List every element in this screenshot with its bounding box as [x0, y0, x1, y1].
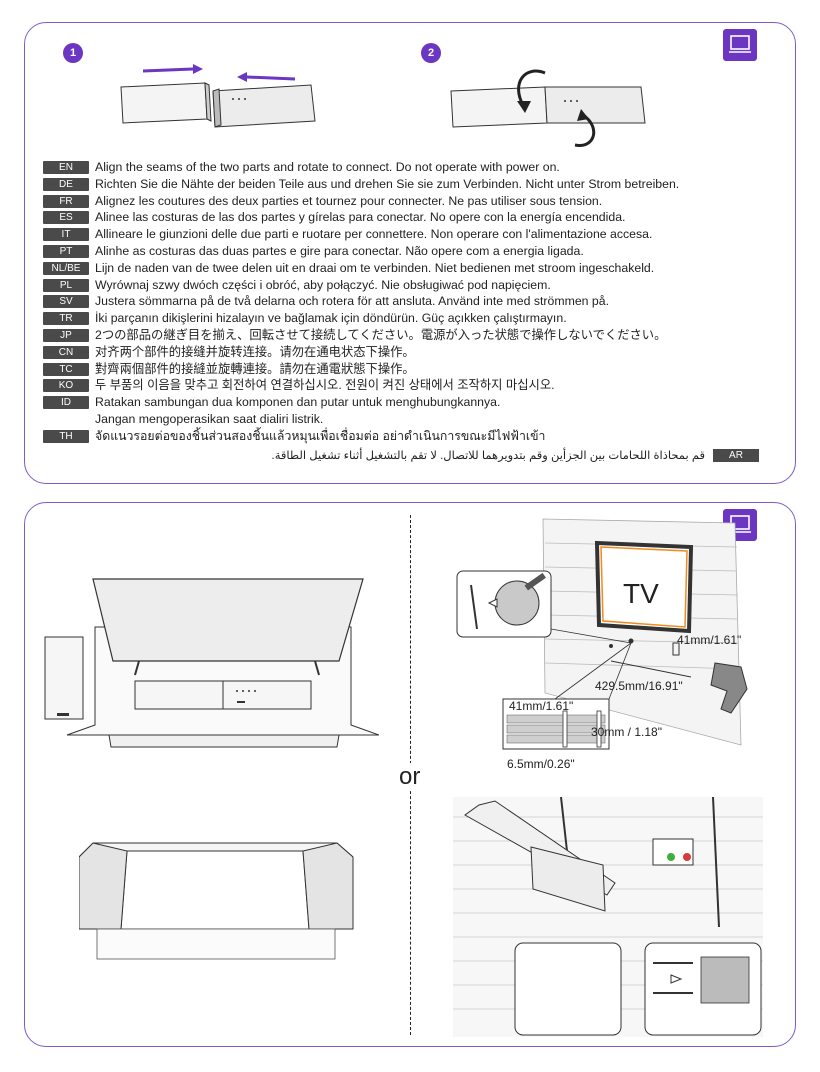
step-1-badge: 1 — [63, 43, 83, 63]
lang-row-ko: KO 두 부품의 이음을 맞추고 회전하여 연결하십시오. 전원이 켜진 상태에서… — [43, 378, 783, 395]
lang-row-de: DE Richten Sie die Nähte der beiden Teile… — [43, 177, 783, 194]
connect-instructions-panel: 1 2 EN Align the seams of the two parts a… — [24, 22, 796, 484]
soundbar-align-illustration — [120, 64, 316, 128]
lang-tag: CN — [43, 345, 89, 359]
or-label: or — [397, 763, 423, 791]
lang-row-nl: NL/BE Lijn de naden van de twee delen uit… — [43, 261, 783, 278]
lang-row-cn: CN 对齐两个部件的接缝并旋转连接。请勿在通电状态下操作。 — [43, 345, 783, 362]
lang-row-it: IT Allineare le giunzioni delle due parti… — [43, 227, 783, 244]
lang-row-th: TH จัดแนวรอยต่อของชิ้นส่วนสองชิ้นแล้วหมุน… — [43, 429, 783, 446]
lang-row-jp: JP 2つの部品の継ぎ目を揃え、回転させて接続してください。電源が入った状態で操作… — [43, 328, 783, 345]
tabletop-placement-illustration — [44, 578, 379, 748]
lang-text: Lijn de naden van de twee delen uit en d… — [95, 260, 655, 275]
lang-row-en: EN Align the seams of the two parts and r… — [43, 160, 783, 177]
lang-text: 2つの部品の継ぎ目を揃え、回転させて接続してください。電源が入った状態で操作しな… — [95, 327, 667, 342]
lang-row-id: ID Ratakan sambungan dua komponen dan put… — [43, 395, 783, 412]
lang-text: Allineare le giunzioni delle due parti e… — [95, 227, 653, 242]
lang-text: 對齊兩個部件的接縫並旋轉連接。請勿在通電狀態下操作。 — [95, 361, 415, 376]
lang-text: Align the seams of the two parts and rot… — [95, 160, 560, 174]
lang-tag: PL — [43, 278, 89, 292]
lang-tag: KO — [43, 379, 89, 393]
lang-row-fr: FR Alignez les coutures des deux parties … — [43, 194, 783, 211]
lang-row-tc: TC 對齊兩個部件的接縫並旋轉連接。請勿在通電狀態下操作。 — [43, 362, 783, 379]
lang-text: 对齐两个部件的接缝并旋转连接。请勿在通电状态下操作。 — [95, 344, 415, 359]
lang-text: قم بمحاذاة اللحامات بين الجزأين وقم بتدو… — [271, 450, 705, 462]
placement-options-panel: or TV — [24, 502, 796, 1047]
lang-text: จัดแนวรอยต่อของชิ้นส่วนสองชิ้นแล้วหมุนเพ… — [95, 428, 546, 443]
lang-tag: PT — [43, 244, 89, 258]
lang-tag: AR — [713, 448, 759, 462]
step-2-badge: 2 — [421, 43, 441, 63]
drill-depth-label: 30mm / 1.18" — [591, 725, 662, 739]
lang-tag: TH — [43, 429, 89, 443]
lang-tag: FR — [43, 194, 89, 208]
lang-text: Justera sömmarna på de två delarna och r… — [95, 294, 610, 309]
lang-text: İki parçanın dikişlerini hizalayın ve ba… — [95, 311, 567, 326]
wall-mount-illustration — [453, 797, 763, 1037]
drill-diameter-label: 6.5mm/0.26" — [507, 757, 575, 771]
lang-row-es: ES Alinee las costuras de las dos partes … — [43, 210, 783, 227]
lang-tag: TR — [43, 312, 89, 326]
lang-text: 두 부품의 이음을 맞추고 회전하여 연결하십시오. 전원이 켜진 상태에서 조… — [95, 378, 555, 393]
hole-depth-label: 41mm/1.61" — [509, 699, 574, 713]
lang-tag: EN — [43, 161, 89, 174]
lang-row-ar: قم بمحاذاة اللحامات بين الجزأين وقم بتدو… — [272, 448, 759, 462]
furniture-placement-illustration — [79, 842, 354, 960]
wall-drilling-illustration: TV — [456, 518, 748, 750]
lang-text: Alinee las costuras de las dos partes y … — [95, 210, 626, 225]
lang-text-continued: Jangan mengoperasikan saat dialiri listr… — [95, 411, 324, 426]
soundbar-rotate-illustration — [450, 69, 646, 147]
lang-tag: TC — [43, 362, 89, 376]
language-instructions-list: EN Align the seams of the two parts and r… — [43, 160, 783, 446]
hole-spacing-label: 429.5mm/16.91" — [595, 679, 683, 693]
lang-tag: ES — [43, 211, 89, 225]
tv-label: TV — [623, 578, 659, 609]
lang-text: Wyrównaj szwy dwóch części i obróć, aby … — [95, 277, 551, 292]
lang-tag: NL/BE — [43, 261, 89, 275]
lang-tag: IT — [43, 228, 89, 242]
lang-row-pt: PT Alinhe as costuras das duas partes e g… — [43, 244, 783, 261]
lang-row-sv: SV Justera sömmarna på de två delarna och… — [43, 294, 783, 311]
lang-tag: SV — [43, 295, 89, 309]
lang-tag: JP — [43, 328, 89, 342]
bracket-height-label: 41mm/1.61" — [677, 633, 742, 647]
lang-tag: ID — [43, 396, 89, 410]
lang-tag: DE — [43, 177, 89, 191]
lang-text: Alignez les coutures des deux parties et… — [95, 193, 603, 208]
tv-icon — [723, 29, 757, 61]
lang-row-tr: TR İki parçanın dikişlerini hizalayın ve … — [43, 311, 783, 328]
lang-text: Ratakan sambungan dua komponen dan putar… — [95, 395, 501, 410]
lang-row-pl: PL Wyrównaj szwy dwóch części i obróć, ab… — [43, 278, 783, 295]
lang-text: Richten Sie die Nähte der beiden Teile a… — [95, 176, 680, 191]
lang-text: Alinhe as costuras das duas partes e gir… — [95, 243, 584, 258]
